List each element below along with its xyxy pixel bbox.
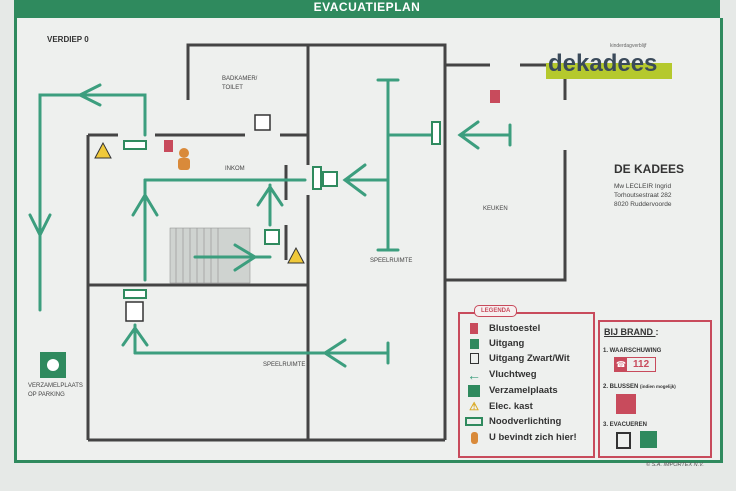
phone-box: ☎ 112 <box>614 357 657 372</box>
legend-label: Uitgang <box>489 337 525 349</box>
legend-item: ← Vluchtweg <box>465 366 537 383</box>
emergency-light-icon <box>465 417 483 426</box>
arrow-head <box>457 120 480 150</box>
legend-item: Verzamelplaats <box>465 384 558 397</box>
room-label-keuken: KEUKEN <box>483 206 508 212</box>
exit-icons <box>125 114 338 322</box>
you-are-here-icon <box>465 431 483 444</box>
electric-warning-icon: ⚠ <box>469 400 479 413</box>
arrow-head <box>342 163 367 197</box>
exit-bw-icon <box>616 432 631 449</box>
step-warning: 1. WAARSCHUWING <box>603 348 662 354</box>
fire-title: BIJ BRAND <box>604 327 654 337</box>
emergency-light-icon <box>123 289 147 299</box>
legend-label: Elec. kast <box>489 400 533 412</box>
legend-item: ⚠ Elec. kast <box>465 400 533 413</box>
wall <box>186 43 308 100</box>
you-are-here-icon <box>178 148 190 170</box>
logo-bar <box>546 63 672 79</box>
arrow-head <box>76 83 102 107</box>
step-extinguish-note: (indien mogelijk) <box>640 384 676 389</box>
legend-item: U bevindt zich hier! <box>465 431 577 444</box>
legend-label: Noodverlichting <box>489 415 562 427</box>
legend-label: U bevindt zich hier! <box>489 431 577 443</box>
electric-warning-icon <box>287 246 305 264</box>
exit-bw-icon <box>254 114 271 131</box>
organization-name: DE KADEES <box>614 162 685 176</box>
step-extinguish: 2. BLUSSEN (indien mogelijk) <box>603 383 676 391</box>
escape-arrow-icon: ← <box>467 366 481 383</box>
phone-icon: ☎ <box>615 358 627 371</box>
assembly-point-icon <box>40 352 66 378</box>
exit-icon <box>640 431 657 448</box>
fire-instructions: BIJ BRAND : 1. WAARSCHUWING ☎ 112 2. BLU… <box>598 320 712 458</box>
assembly-label-2: OP PARKING <box>28 392 65 398</box>
emergency-light-icon <box>431 121 441 145</box>
room-label-inkom: INKOM <box>225 166 245 172</box>
step-extinguish-label: 2. BLUSSEN <box>603 384 639 390</box>
exit-bw-icon <box>125 301 144 322</box>
fire-heading: BIJ BRAND : <box>604 327 659 338</box>
exit-icon <box>465 338 483 349</box>
kadees-logo: kinderdagverblijf dekadees <box>546 43 672 79</box>
arrow-head <box>28 213 52 239</box>
escape-route <box>38 93 147 312</box>
room-label-toilet: TOILET <box>222 85 243 91</box>
fire-extinguisher-icons <box>164 90 500 152</box>
exit-icon <box>322 171 338 187</box>
arrow-head <box>233 243 258 272</box>
emergency-light-icon <box>123 140 147 150</box>
assembly-point-icon <box>465 384 483 397</box>
arrow-head <box>322 338 347 368</box>
legend-label: Uitgang Zwart/Wit <box>489 352 570 364</box>
legend-title: LEGENDA <box>474 305 518 317</box>
room-label-speelruimte: SPEELRUIMTE <box>370 258 413 264</box>
exit-bw-icon <box>465 353 483 364</box>
organization-address: Mw LECLEIR Ingrid Torhoutsestraat 282 80… <box>614 182 671 209</box>
street: Torhoutsestraat 282 <box>614 192 672 199</box>
logo-subtitle: kinderdagverblijf <box>610 43 647 49</box>
fire-title-colon: : <box>655 327 659 337</box>
legend-label: Verzamelplaats <box>489 384 558 396</box>
fire-extinguisher-icon <box>490 90 500 103</box>
walls <box>86 43 567 442</box>
exit-icon <box>264 229 280 245</box>
plan-title: EVACUATIEPLAN <box>14 0 720 18</box>
escape-routes <box>28 78 512 368</box>
logo-word: dekadees <box>548 50 658 77</box>
emergency-number: 112 <box>633 359 650 370</box>
assembly-label: VERZAMELPLAATS <box>28 383 83 389</box>
copyright: © S.A. IMPORTEX N.V. <box>646 462 704 468</box>
floor-label: VERDIEP 0 <box>47 35 89 44</box>
room-label-badkamer: BADKAMER/ <box>222 76 258 82</box>
city: 8020 Ruddervoorde <box>614 201 672 208</box>
legend: LEGENDA Blustoestel Uitgang Uitgang Zwar… <box>458 305 595 458</box>
emergency-light-icons <box>123 121 441 299</box>
electric-warning-icon <box>94 141 112 159</box>
legend-item: Noodverlichting <box>465 415 561 428</box>
wall <box>308 43 490 67</box>
legend-item: Uitgang <box>465 337 524 350</box>
arrow-head <box>121 325 149 347</box>
room-label-speelruimte-lower: SPEELRUIMTE <box>263 362 306 368</box>
electric-warning-icons <box>94 141 305 264</box>
plan-frame <box>14 18 723 463</box>
legend-label: Blustoestel <box>489 322 541 334</box>
fire-extinguisher-icon <box>465 323 483 334</box>
fire-extinguisher-icon <box>616 394 636 414</box>
contact-name: Mw LECLEIR Ingrid <box>614 183 672 190</box>
step-evacuate: 3. EVACUEREN <box>603 422 647 428</box>
arrow-head <box>256 184 284 207</box>
legend-label: Vluchtweg <box>489 368 537 380</box>
arrow-head <box>131 192 159 217</box>
emergency-light-icon <box>312 166 322 190</box>
legend-item: Uitgang Zwart/Wit <box>465 352 570 365</box>
fire-extinguisher-icon <box>164 140 173 152</box>
legend-item: Blustoestel <box>465 322 540 335</box>
wall <box>445 150 567 282</box>
